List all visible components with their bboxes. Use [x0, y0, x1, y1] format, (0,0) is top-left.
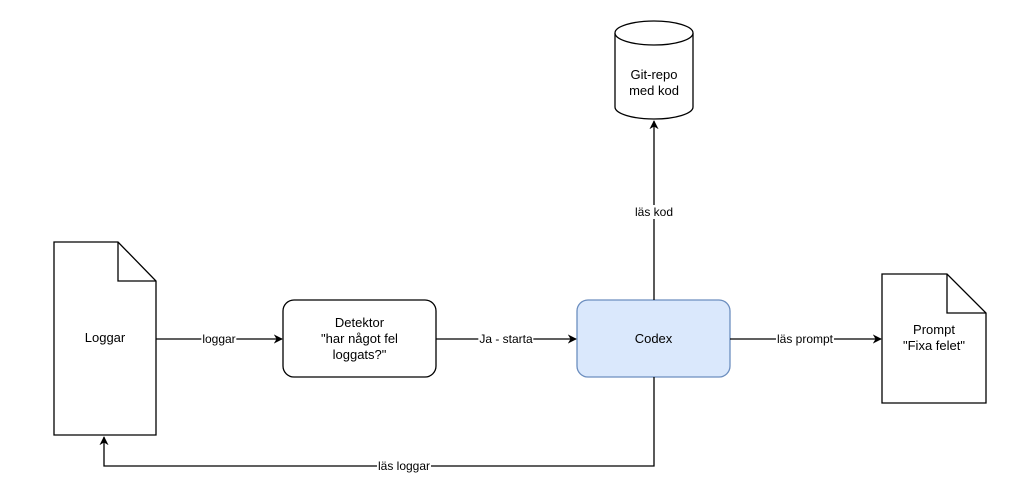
prompt-subtitle: "Fixa felet"	[903, 338, 965, 353]
edge-label-las-prompt: läs prompt	[775, 332, 835, 346]
loggar-label: Loggar	[84, 330, 126, 345]
edge-label-ja-starta: Ja - starta	[478, 332, 534, 346]
detektor-question-line1: "har något fel	[321, 330, 398, 346]
edge-label-las-kod: läs kod	[633, 205, 675, 219]
codex-label-box: Codex	[577, 300, 730, 377]
loggar-document-shape[interactable]	[53, 241, 157, 436]
edge-codex-loggar	[99, 377, 655, 467]
gitrepo-cylinder-top	[614, 20, 694, 46]
gitrepo-label-box: Git-repo med kod	[615, 50, 693, 116]
prompt-title: Prompt	[913, 322, 955, 337]
detektor-question-line2: loggats?"	[332, 346, 387, 362]
edge-label-loggar: loggar	[201, 332, 237, 346]
gitrepo-label-line2: med kod	[629, 83, 679, 98]
prompt-document-shape[interactable]	[881, 273, 987, 404]
gitrepo-cylinder[interactable]	[614, 33, 694, 120]
loggar-document-fold	[117, 242, 156, 282]
loggar-label-box: Loggar	[54, 290, 156, 386]
detektor-label-box: Detektor "har något fel loggats?"	[283, 300, 436, 377]
detektor-title: Detektor	[334, 314, 385, 330]
codex-label: Codex	[634, 330, 673, 346]
prompt-label-box: Prompt "Fixa felet"	[882, 306, 986, 370]
prompt-document-fold	[946, 274, 986, 314]
gitrepo-label-line1: Git-repo	[630, 67, 678, 82]
edge-label-las-loggar: läs loggar	[376, 459, 432, 473]
